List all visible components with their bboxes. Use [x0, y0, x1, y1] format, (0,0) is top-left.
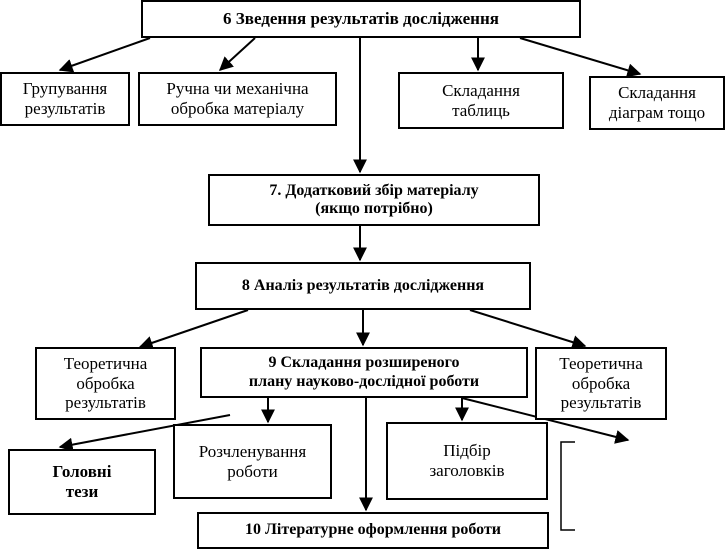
step-7-additional-data: 7. Додатковий збір матеріалу (якщо потрі… [208, 174, 540, 226]
step-6-label: 6 Зведення результатів дослідження [223, 9, 499, 29]
step-10-label: 10 Літературне оформлення роботи [244, 521, 502, 539]
making-charts: Складання діаграм тощо [589, 76, 725, 130]
making-tables-label: Складання таблиць [442, 80, 520, 120]
arrow-8-to-theory-right [469, 309, 587, 349]
theoretical-processing-left-label: Теоретична обробка результатів [63, 354, 148, 413]
theoretical-processing-right: Теоретична обробка результатів [535, 347, 667, 420]
arrow-8-to-theory-left [138, 309, 249, 350]
arrow-6-to-processing [218, 37, 256, 71]
theoretical-processing-right-label: Теоретична обробка результатів [559, 354, 643, 413]
step-9-label: 9 Складання розширеного плану науково-до… [248, 354, 480, 390]
step-6-summarizing-results: 6 Зведення результатів дослідження [141, 0, 581, 38]
main-theses-label: Головні тези [52, 462, 112, 501]
right-bracket [560, 441, 575, 531]
heading-selection: Підбір заголовків [386, 422, 548, 500]
step-9-extended-plan: 9 Складання розширеного плану науково-до… [200, 347, 528, 398]
heading-selection-label: Підбір заголовків [429, 441, 505, 480]
work-division: Розчленування роботи [173, 424, 332, 499]
grouping-results-label: Групування результатів [22, 79, 108, 118]
making-charts-label: Складання діаграм тощо [608, 83, 706, 122]
theoretical-processing-left: Теоретична обробка результатів [35, 347, 176, 420]
step-8-label: 8 Аналіз результатів дослідження [241, 276, 485, 294]
grouping-results: Групування результатів [0, 72, 130, 126]
work-division-label: Розчленування роботи [198, 441, 307, 481]
manual-or-mechanical-processing: Ручна чи механічна обробка матеріалу [138, 72, 337, 126]
main-theses: Головні тези [8, 449, 156, 515]
arrow-6-to-charts [519, 37, 642, 78]
processing-label: Ручна чи механічна обробка матеріалу [166, 79, 309, 118]
step-7-label: 7. Додатковий збір матеріалу (якщо потрі… [269, 181, 479, 217]
step-10-literary-formatting: 10 Літературне оформлення роботи [197, 512, 549, 549]
making-tables: Складання таблиць [398, 72, 564, 129]
arrow-9-to-theses [58, 414, 231, 452]
step-8-analysis: 8 Аналіз результатів дослідження [195, 262, 531, 310]
arrow-6-to-grouping [58, 37, 151, 73]
